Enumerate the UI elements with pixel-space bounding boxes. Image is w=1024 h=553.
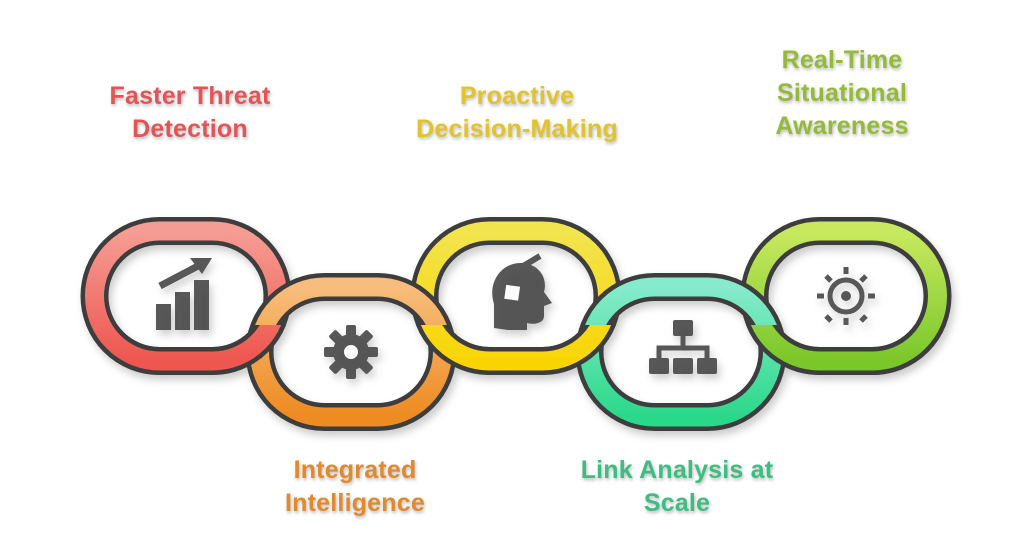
label-line: Intelligence xyxy=(285,489,425,517)
label-real-time-situational-awareness: Real-Time Situational Awareness xyxy=(702,44,982,143)
label-line: Situational xyxy=(777,79,907,107)
label-line: Awareness xyxy=(775,112,909,140)
label-link-analysis-at-scale: Link Analysis at Scale xyxy=(537,454,817,520)
label-line: Integrated xyxy=(293,456,417,484)
label-line: Detection xyxy=(132,115,248,143)
label-proactive-decision-making: Proactive Decision-Making xyxy=(377,80,657,146)
head-gear-icon xyxy=(492,253,552,330)
label-line: Link Analysis at xyxy=(580,456,774,484)
label-line: Real-Time xyxy=(781,46,903,74)
label-faster-threat-detection: Faster Threat Detection xyxy=(50,80,330,146)
label-line: Proactive xyxy=(459,82,575,110)
label-line: Decision-Making xyxy=(416,115,618,143)
label-line: Faster Threat xyxy=(109,82,271,110)
label-integrated-intelligence: Integrated Intelligence xyxy=(215,454,495,520)
gear-icon xyxy=(324,325,378,379)
bar-chart-arrow-icon xyxy=(156,258,212,330)
network-nodes-icon xyxy=(649,320,717,374)
chain-link-link-analysis xyxy=(575,273,787,431)
label-line: Scale xyxy=(643,489,711,517)
radar-target-icon xyxy=(817,267,875,325)
